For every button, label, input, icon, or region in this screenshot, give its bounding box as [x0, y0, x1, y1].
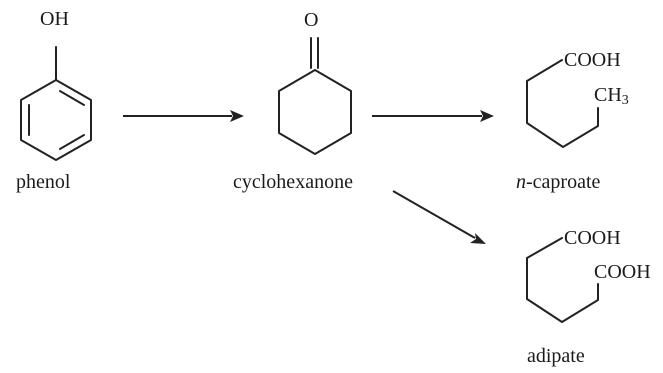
adipate-name-label: adipate — [527, 345, 585, 367]
caproate-ch-text: CH — [594, 84, 622, 106]
cyclohexanone-structure — [278, 37, 352, 155]
arrow-phenol-to-cyclohexanone — [123, 110, 244, 122]
caproate-ch3-label: CH3 — [594, 84, 629, 108]
caproate-name-label: n-caproate — [516, 172, 600, 192]
phenol-ring — [20, 79, 92, 161]
phenol-ring-double-bond-2 — [59, 134, 85, 150]
arrow-cyclohexanone-to-caproate — [372, 110, 494, 122]
phenol-structure — [20, 46, 92, 161]
cyclohexanone-ring — [278, 69, 352, 155]
adipate-chain — [526, 237, 599, 323]
adipate-structure — [526, 237, 599, 323]
phenol-name-label: phenol — [16, 171, 71, 193]
phenol-oh-label: OH — [40, 8, 69, 30]
caproate-structure — [526, 59, 599, 148]
caproate-name-rest: -caproate — [526, 171, 601, 193]
cyclohexanone-name-label: cyclohexanone — [233, 171, 353, 193]
adipate-cooh-end-label: COOH — [594, 261, 651, 283]
cyclohexanone-o-label: O — [304, 9, 319, 31]
phenol-ring-double-bond-1 — [59, 90, 85, 106]
arrow-cyclohexanone-to-adipate — [392, 190, 486, 244]
caproate-ch3-subscript: 3 — [621, 93, 629, 108]
adipate-cooh-top-label: COOH — [564, 227, 621, 249]
caproate-name-prefix: n — [516, 171, 526, 193]
caproate-chain — [526, 59, 599, 148]
caproate-cooh-label: COOH — [564, 49, 621, 71]
